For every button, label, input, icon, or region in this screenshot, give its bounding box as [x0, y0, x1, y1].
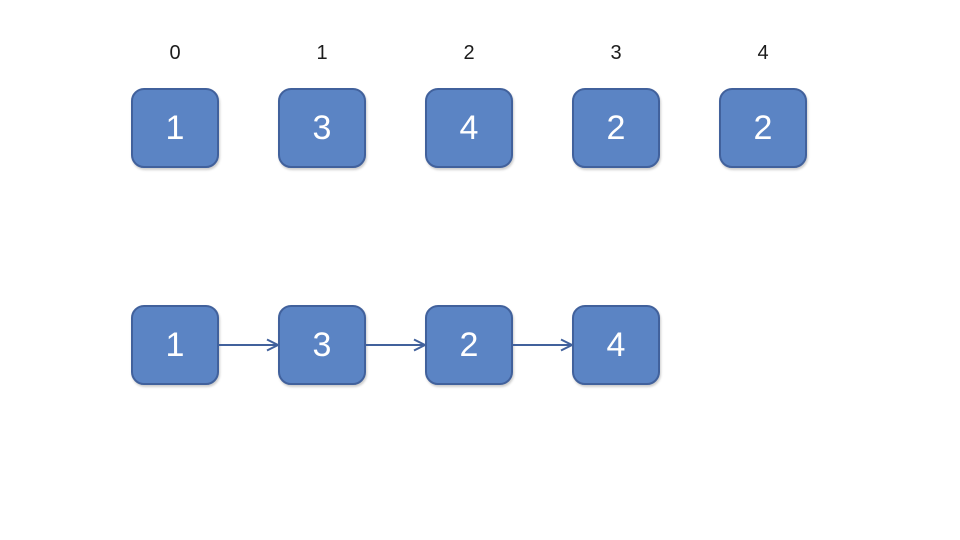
- list-node-value: 4: [606, 326, 626, 364]
- array-index-label: 2: [463, 42, 475, 64]
- array-cell: 2: [719, 88, 807, 168]
- array-index-label: 4: [757, 42, 769, 64]
- array-cell-value: 2: [753, 109, 773, 147]
- array-cell-value: 3: [312, 109, 332, 147]
- list-node: 1: [131, 305, 219, 385]
- array-cell-value: 4: [459, 109, 479, 147]
- list-node-value: 1: [165, 326, 185, 364]
- array-cell: 3: [278, 88, 366, 168]
- array-cell: 1: [131, 88, 219, 168]
- next-arrow-icon: [365, 338, 427, 352]
- next-arrow-icon: [218, 338, 280, 352]
- list-node-value: 2: [459, 326, 479, 364]
- list-node: 2: [425, 305, 513, 385]
- array-cell: 2: [572, 88, 660, 168]
- list-node-value: 3: [312, 326, 332, 364]
- array-cell-value: 1: [165, 109, 185, 147]
- array-index-label: 3: [610, 42, 622, 64]
- list-node: 3: [278, 305, 366, 385]
- next-arrow-icon: [512, 338, 574, 352]
- list-node: 4: [572, 305, 660, 385]
- array-cell-value: 2: [606, 109, 626, 147]
- array-index-label: 0: [169, 42, 181, 64]
- array-index-label: 1: [316, 42, 328, 64]
- array-cell: 4: [425, 88, 513, 168]
